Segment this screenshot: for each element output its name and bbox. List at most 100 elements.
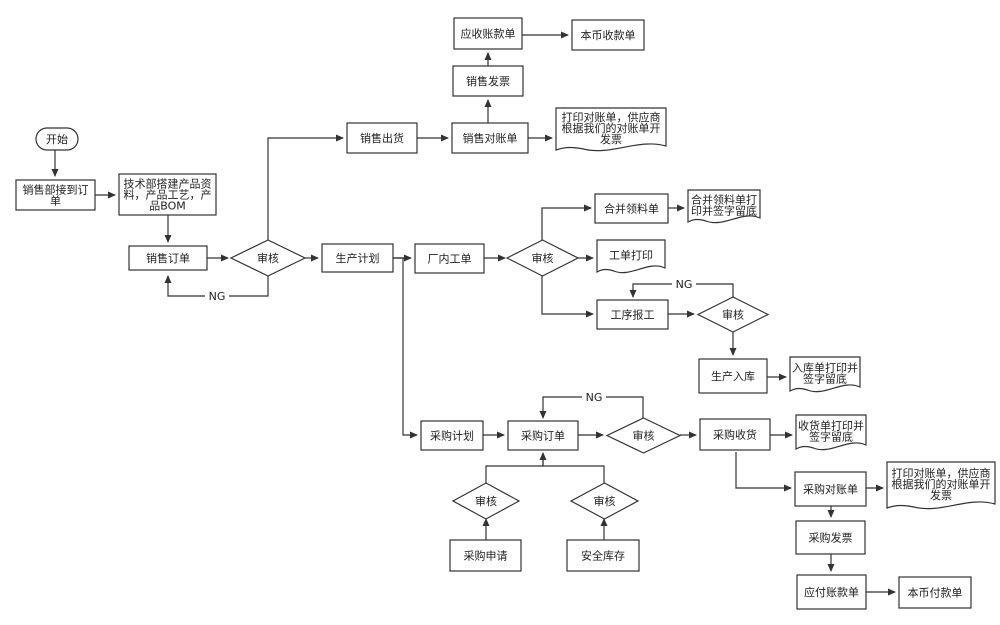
node-label-line: 开始 — [46, 132, 68, 146]
node-label-line: 审核 — [594, 494, 616, 508]
process-box — [795, 520, 866, 555]
process-box — [794, 471, 867, 507]
process-box — [451, 122, 529, 154]
nodes: 开始销售部接到订单技术部搭建产品资料，产品工艺，产品BOM销售订单审核销售出货销… — [15, 17, 996, 610]
node-label-line: 打印对账单，供应商 — [892, 466, 991, 480]
edge-review2-process — [541, 276, 594, 318]
node-purch-req: 采购申请 — [449, 539, 522, 572]
ng-label-review3: NG — [676, 278, 693, 291]
node-label-line: 印并签字留底 — [691, 204, 757, 218]
node-review2: 审核 — [505, 239, 580, 277]
edge-reviews-order — [485, 458, 605, 483]
node-review6: 审核 — [569, 482, 640, 520]
node-label-line: 审核 — [475, 494, 497, 508]
node-sales-order: 销售订单 — [128, 245, 208, 271]
process-box — [118, 173, 217, 216]
node-label-line: 合并领料单 — [604, 202, 659, 216]
node-purch-recon: 采购对账单 — [794, 471, 867, 507]
node-label-line: 料，产品工艺，产 — [124, 188, 212, 202]
node-label-line: 根据我们的对账单开 — [562, 121, 661, 135]
decision-diamond — [605, 417, 682, 454]
process-box — [420, 420, 484, 451]
document-shape — [795, 414, 867, 451]
node-label-line: 签字留底 — [803, 372, 847, 386]
decision-diamond — [229, 239, 307, 277]
ng-label-review4: NG — [586, 391, 603, 404]
node-label-line: 销售订单 — [146, 251, 190, 265]
node-purch-receive: 采购收货 — [699, 418, 771, 451]
process-box — [453, 17, 523, 50]
node-review4: 审核 — [605, 417, 682, 454]
node-label-line: 生产计划 — [336, 251, 380, 265]
node-doc-wo-print: 工单打印 — [596, 239, 666, 274]
node-merge-pick: 合并领料单 — [594, 193, 669, 224]
decision-diamond — [569, 482, 640, 520]
process-box — [128, 245, 208, 271]
process-box — [414, 243, 485, 274]
node-label-line: 单 — [50, 195, 61, 208]
node-prod-plan: 生产计划 — [321, 243, 394, 273]
process-box — [796, 574, 867, 610]
node-work-order: 厂内工单 — [414, 243, 485, 274]
node-label-line: 入库单打印并 — [792, 361, 858, 375]
node-label-line: 采购收货 — [713, 428, 757, 442]
ng-label-bg — [672, 278, 696, 291]
edges — [51, 31, 896, 596]
node-ship: 销售出货 — [346, 122, 418, 154]
node-ar: 应收账款单 — [453, 17, 523, 50]
node-label-line: 销售出货 — [360, 131, 404, 145]
decision-diamond — [505, 239, 580, 277]
process-box — [898, 576, 972, 609]
ng-label-review1: NG — [209, 290, 226, 303]
node-review1: 审核 — [229, 239, 307, 277]
node-label-line: 审核 — [633, 429, 655, 443]
node-label-line: 发票 — [930, 488, 952, 502]
process-box — [566, 539, 640, 572]
node-label-line: 品BOM — [149, 200, 186, 213]
process-box — [346, 122, 418, 154]
node-process-report: 工序报工 — [596, 299, 669, 330]
process-box — [698, 358, 768, 394]
node-label-line: 审核 — [722, 308, 744, 322]
node-ap: 应付账款单 — [796, 574, 867, 610]
node-label-line: 应收账款单 — [461, 27, 516, 41]
document-shape — [687, 189, 761, 224]
ng-label-bg — [205, 290, 229, 303]
node-sales-invoice: 销售发票 — [452, 65, 524, 97]
node-label-line: 采购发票 — [809, 531, 853, 545]
node-label-line: 采购订单 — [521, 429, 565, 443]
document-shape — [886, 461, 996, 510]
node-local-payment: 本币付款单 — [898, 576, 972, 609]
node-prod-in: 生产入库 — [698, 358, 768, 394]
edge-review2-merge — [541, 204, 592, 240]
process-box — [321, 243, 394, 273]
node-label-line: 采购申请 — [464, 549, 508, 563]
node-label-line: 采购计划 — [430, 429, 474, 443]
node-start: 开始 — [35, 127, 79, 151]
node-label-line: 合并领料单打 — [691, 193, 757, 207]
node-label-line: 打印对账单，供应商 — [562, 110, 661, 124]
node-label-line: 工序报工 — [611, 308, 655, 322]
node-label-line: 审核 — [532, 251, 554, 265]
node-label-line: 销售发票 — [466, 74, 510, 88]
process-box — [449, 539, 522, 572]
node-label-line: 发票 — [600, 132, 622, 146]
node-label-line: 销售部接到订 — [23, 183, 89, 197]
node-label-line: 本币付款单 — [908, 586, 963, 600]
process-box — [699, 418, 771, 451]
node-label-line: 安全库存 — [581, 549, 625, 563]
decision-diamond — [451, 482, 521, 520]
node-purch-invoice: 采购发票 — [795, 520, 866, 555]
process-box — [596, 299, 669, 330]
process-box — [15, 179, 96, 211]
process-box — [594, 193, 669, 224]
node-label-line: 销售对账单 — [463, 131, 518, 145]
process-box — [507, 420, 579, 451]
